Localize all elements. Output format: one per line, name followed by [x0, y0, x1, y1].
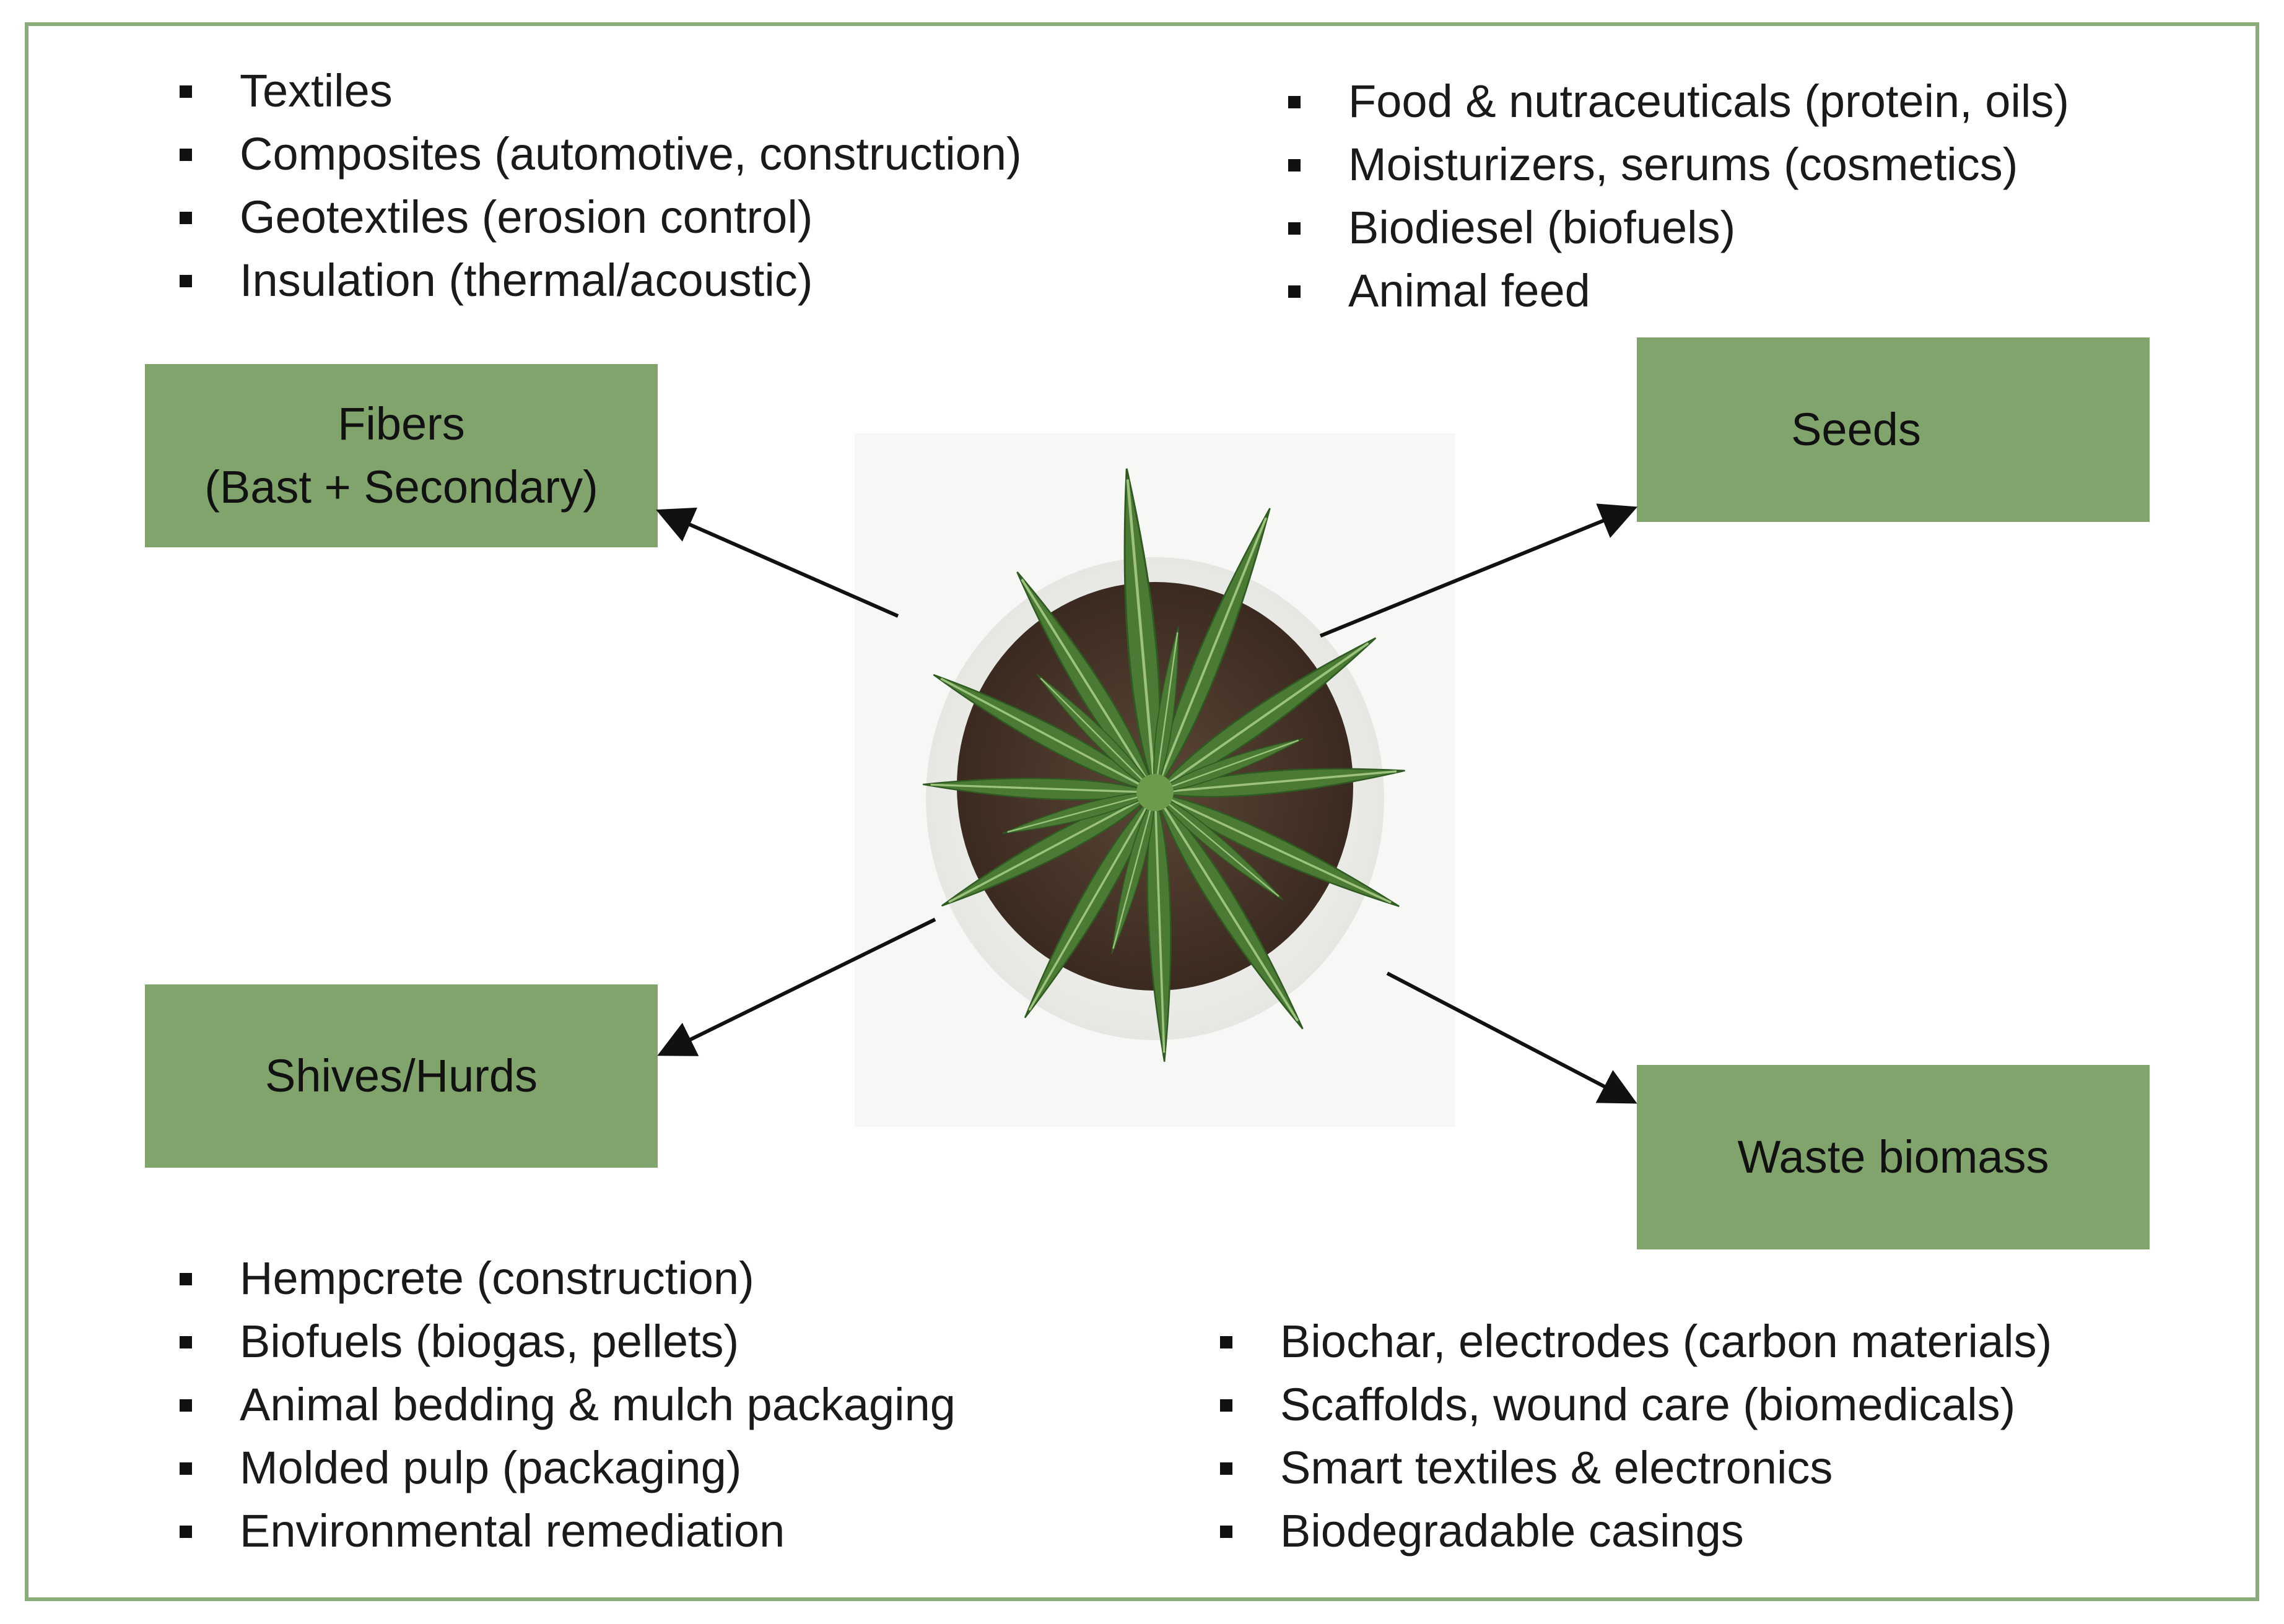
- bullet-square-icon: [1288, 222, 1301, 235]
- fibers-box: Fibers (Bast + Secondary): [145, 364, 658, 547]
- list-item: Geotextiles (erosion control): [142, 186, 1022, 249]
- bullet-square-icon: [1220, 1526, 1232, 1538]
- waste-biomass-label: Waste biomass: [1737, 1131, 2049, 1183]
- bullet-square-icon: [1288, 159, 1301, 172]
- list-item: Moisturizers, serums (cosmetics): [1251, 133, 2069, 196]
- shives-applications-list: Hempcrete (construction) Biofuels (bioga…: [142, 1247, 956, 1563]
- bullet-square-icon: [180, 1526, 192, 1538]
- bullet-square-icon: [1220, 1462, 1232, 1475]
- waste-biomass-box: Waste biomass: [1637, 1065, 2150, 1249]
- list-item: Biodiesel (biofuels): [1251, 196, 2069, 259]
- list-item: Animal bedding & mulch packaging: [142, 1373, 956, 1436]
- bullet-square-icon: [180, 1399, 192, 1412]
- bullet-square-icon: [1288, 285, 1301, 298]
- shives-hurds-label: Shives/Hurds: [264, 1049, 538, 1101]
- waste-applications-list: Biochar, electrodes (carbon materials) S…: [1183, 1310, 2052, 1563]
- list-item: Food & nutraceuticals (protein, oils): [1251, 70, 2069, 133]
- list-item: Hempcrete (construction): [142, 1247, 956, 1310]
- bullet-square-icon: [180, 212, 192, 224]
- list-item: Biodegradable casings: [1183, 1500, 2052, 1563]
- fibers-label: Fibers (Bast + Secondary): [204, 397, 598, 513]
- bullet-square-icon: [180, 85, 192, 98]
- list-item: Biofuels (biogas, pellets): [142, 1310, 956, 1373]
- leaf-cluster: [921, 467, 1406, 1062]
- hemp-plant-illustration: [921, 433, 1455, 1127]
- bullet-square-icon: [180, 1273, 192, 1285]
- bullet-square-icon: [180, 1336, 192, 1348]
- list-item: Composites (automotive, construction): [142, 123, 1022, 186]
- bullet-square-icon: [1288, 96, 1301, 108]
- list-item: Smart textiles & electronics: [1183, 1436, 2052, 1500]
- seeds-box: Seeds: [1637, 337, 2150, 522]
- list-item: Insulation (thermal/acoustic): [142, 249, 1022, 312]
- bullet-square-icon: [180, 149, 192, 161]
- list-item: Molded pulp (packaging): [142, 1436, 956, 1500]
- seeds-applications-list: Food & nutraceuticals (protein, oils) Mo…: [1251, 70, 2069, 323]
- list-item: Animal feed: [1251, 259, 2069, 323]
- bullet-square-icon: [180, 275, 192, 287]
- fibers-applications-list: Textiles Composites (automotive, constru…: [142, 59, 1022, 312]
- bullet-square-icon: [1220, 1336, 1232, 1348]
- list-item: Biochar, electrodes (carbon materials): [1183, 1310, 2052, 1373]
- bullet-square-icon: [180, 1462, 192, 1475]
- hemp-plant-image: [855, 433, 1455, 1127]
- seeds-label: Seeds: [1791, 403, 1921, 455]
- bullet-square-icon: [1220, 1399, 1232, 1412]
- list-item: Environmental remediation: [142, 1500, 956, 1563]
- list-item: Scaffolds, wound care (biomedicals): [1183, 1373, 2052, 1436]
- shives-hurds-box: Shives/Hurds: [145, 984, 658, 1168]
- list-item: Textiles: [142, 59, 1022, 123]
